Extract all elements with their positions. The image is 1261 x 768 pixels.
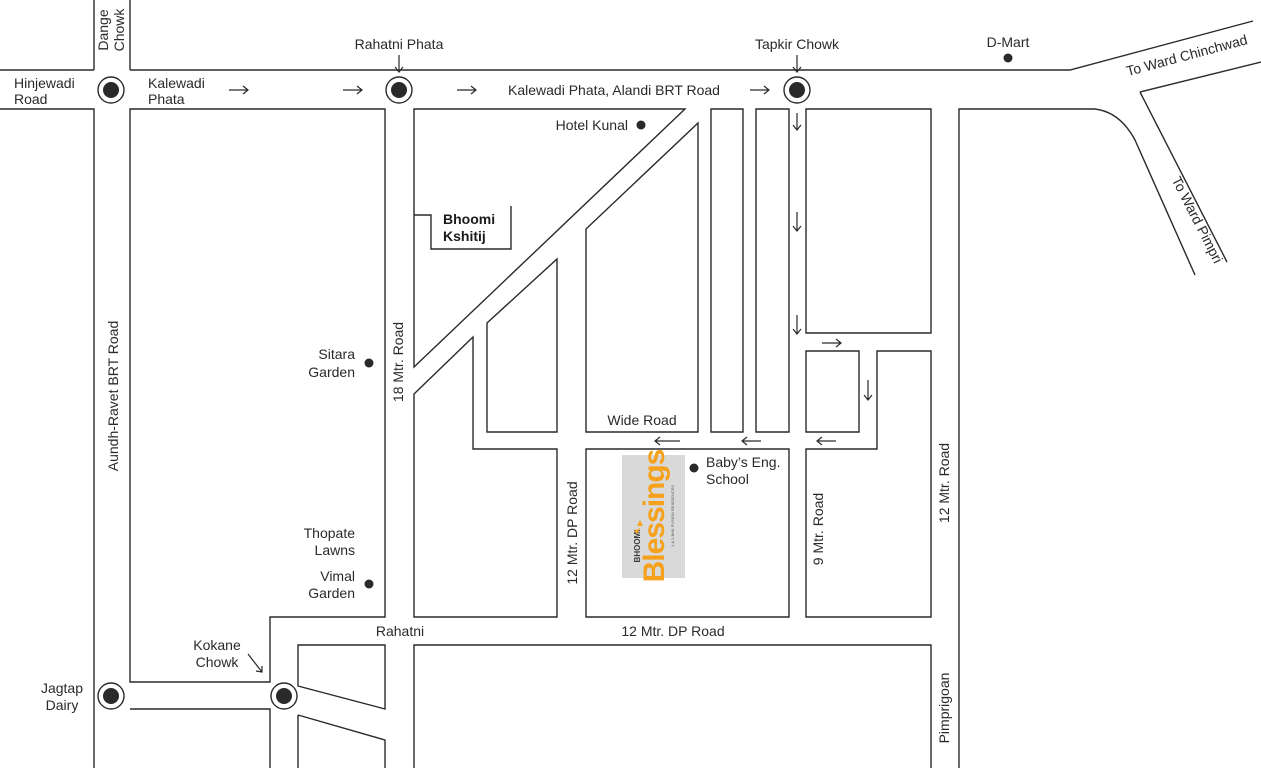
block-right-mid: [805, 350, 932, 618]
dange-chowk-line-1: Dange: [95, 9, 111, 50]
block-bhoomi-kshitij: [413, 108, 687, 369]
aundh-ravet-road-edge: [0, 108, 95, 768]
label-kokane-line-2: Chowk: [196, 654, 240, 670]
direction-arrows: [229, 55, 873, 673]
label-9-mtr-road: 9 Mtr. Road: [810, 493, 826, 565]
roundabout-icon: [97, 76, 125, 104]
label-12-mtr-road-right: 12 Mtr. Road: [936, 443, 952, 523]
arrow-icon: [792, 315, 802, 335]
label-rahatni: Rahatni: [376, 623, 424, 639]
landmark-dot-icon: [364, 358, 374, 368]
project-brand: BHOOMI: [633, 530, 642, 563]
arrow-icon: [822, 338, 842, 348]
label-vimal-line-1: Vimal: [320, 568, 355, 584]
label-rahatni-phata: Rahatni Phata: [355, 36, 444, 52]
label-dmart: D-Mart: [987, 34, 1030, 50]
block-right-top: [805, 108, 932, 334]
project-logo: Blessings BHOOMI 1 & 2 BHK FUSION RESIDE…: [622, 449, 685, 582]
arrow-icon: [457, 85, 477, 95]
label-kalewadi-line-2: Phata: [148, 91, 185, 107]
arrow-icon: [816, 436, 836, 446]
label-babys-line-2: School: [706, 471, 749, 487]
label-jagtap-line-1: Jagtap: [41, 680, 83, 696]
arrow-icon: [792, 55, 802, 73]
label-kalewadi-line-1: Kalewadi: [148, 75, 205, 91]
label-bhoomi-kshitij-line-1: Bhoomi: [443, 211, 495, 227]
landmark-dot-icon: [364, 579, 374, 589]
arrow-icon: [863, 380, 873, 401]
block-center-left: [413, 335, 558, 618]
label-wide-road: Wide Road: [607, 412, 676, 428]
label-pimprigoan: Pimprigoan: [936, 673, 952, 744]
dange-chowk-road: [93, 0, 131, 70]
block-strip-1: [710, 108, 744, 433]
arrow-icon: [229, 85, 249, 95]
label-vimal-line-2: Garden: [308, 585, 355, 601]
roundabouts: [97, 76, 811, 710]
arrow-icon: [343, 85, 363, 95]
landmark-dots: [364, 53, 1013, 589]
label-dange-chowk: Dange Chowk: [95, 8, 127, 52]
arrow-icon: [247, 653, 263, 673]
project-tagline: 1 & 2 BHK FUSION RESIDENCES: [670, 485, 675, 547]
block-triangle-large: [585, 121, 699, 433]
label-hotel-kunal: Hotel Kunal: [556, 117, 628, 133]
label-thopate-line-2: Lawns: [315, 542, 355, 558]
label-jagtap-line-2: Dairy: [46, 697, 79, 713]
label-babys-line-1: Baby’s Eng.: [706, 454, 780, 470]
block-kokane-lower: [297, 714, 386, 768]
roundabout-icon: [97, 682, 125, 710]
block-project: [585, 448, 790, 618]
block-bottom: [413, 644, 932, 768]
sparkle-icon: [634, 520, 643, 534]
block-left: [129, 108, 386, 683]
block-right-mid-small: [805, 350, 860, 433]
label-12-mtr-dp-vertical: 12 Mtr. DP Road: [564, 481, 580, 584]
arrow-icon: [750, 85, 770, 95]
label-kokane-line-1: Kokane: [193, 637, 241, 653]
label-hinjewadi-line-1: Hinjewadi: [14, 75, 75, 91]
block-kokane: [297, 644, 386, 710]
arrow-icon: [394, 55, 404, 73]
roundabout-icon: [270, 682, 298, 710]
label-tapkir-chowk: Tapkir Chowk: [755, 36, 840, 52]
arrow-icon: [654, 436, 680, 446]
label-bhoomi-kshitij-line-2: Kshitij: [443, 228, 486, 244]
label-12-mtr-dp-bottom: 12 Mtr. DP Road: [621, 623, 724, 639]
label-hinjewadi-line-2: Road: [14, 91, 47, 107]
arrow-icon: [792, 212, 802, 232]
bhoomi-kshitij-box: [414, 206, 512, 250]
label-aundh-ravet: Aundh-Ravet BRT Road: [105, 321, 121, 471]
arrow-icon: [792, 113, 802, 131]
block-bottom-left: [130, 708, 271, 768]
project-panel: [622, 455, 685, 578]
label-18-mtr-road: 18 Mtr. Road: [390, 322, 406, 402]
label-to-pimpri: To Ward Pimpri: [1169, 174, 1226, 266]
label-sitara-line-1: Sitara: [318, 346, 355, 362]
roundabout-icon: [783, 76, 811, 104]
landmark-dot-icon: [1003, 53, 1013, 63]
label-sitara-line-2: Garden: [308, 364, 355, 380]
roundabout-icon: [385, 76, 413, 104]
dange-chowk-line-2: Chowk: [111, 8, 127, 52]
landmark-dot-icon: [689, 463, 699, 473]
block-strip-2: [755, 108, 790, 433]
main-road-top-edge: [0, 20, 1254, 71]
arrow-icon: [741, 436, 761, 446]
map-labels: Dange Chowk Rahatni Phata Tapkir Chowk D…: [14, 8, 1249, 744]
block-triangle-small: [486, 257, 558, 433]
project-name: Blessings: [638, 449, 671, 582]
label-main-road: Kalewadi Phata, Alandi BRT Road: [508, 82, 720, 98]
landmark-dot-icon: [636, 120, 646, 130]
road-far-right: [958, 108, 1196, 768]
road-to-pimpri-edge: [1139, 61, 1261, 263]
label-thopate-line-1: Thopate: [304, 525, 356, 541]
